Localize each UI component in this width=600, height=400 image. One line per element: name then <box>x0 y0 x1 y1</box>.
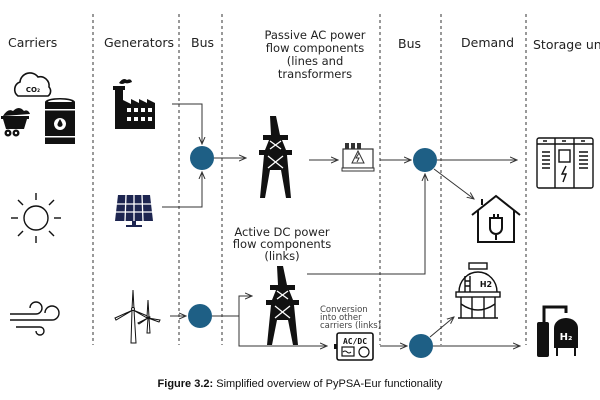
header-generators: Generators <box>104 35 174 50</box>
header-demand: Demand <box>461 35 514 50</box>
arrow-solar-to-bus <box>162 172 202 208</box>
svg-text:transformers: transformers <box>278 67 352 81</box>
svg-text:Active DC power: Active DC power <box>234 225 330 239</box>
coal-cart-icon <box>1 108 30 137</box>
transmission-tower-ac-icon <box>259 116 292 198</box>
svg-text:CO₂: CO₂ <box>26 86 40 94</box>
connections <box>162 103 520 346</box>
caption-prefix: Figure 3.2: <box>157 378 214 390</box>
wind-icon <box>10 301 60 336</box>
arrow-bus-to-converter <box>238 316 327 346</box>
bus-node-conversion <box>409 334 433 358</box>
header-bus-left: Bus <box>191 35 214 50</box>
co2-cloud-icon: CO₂ <box>13 72 52 97</box>
svg-text:carriers (links): carriers (links) <box>320 321 381 331</box>
svg-text:flow components: flow components <box>266 41 364 55</box>
arrow-bus-to-h2-tank <box>429 317 454 338</box>
svg-text:into other: into other <box>320 313 362 323</box>
arrow-bus-to-demand <box>433 168 474 199</box>
header-passive-ac: Passive AC power flow components (lines … <box>264 28 365 81</box>
svg-text:Conversion: Conversion <box>320 305 368 315</box>
header-storage: Storage unit <box>533 37 600 52</box>
figure-caption: Figure 3.2: Simplified overview of PyPSA… <box>0 378 600 390</box>
transformer-icon <box>341 143 375 172</box>
h2-tank-icon: H2 <box>455 262 501 319</box>
sun-icon <box>11 193 61 243</box>
svg-text:H2: H2 <box>480 280 492 289</box>
bus-node-dc-left <box>188 304 212 328</box>
svg-text:flow components: flow components <box>233 237 331 251</box>
house-plug-icon <box>471 194 521 243</box>
svg-text:H₂: H₂ <box>560 332 573 343</box>
svg-text:AC/DC: AC/DC <box>343 337 367 346</box>
wind-turbines-icon <box>114 289 161 344</box>
factory-icon <box>113 79 155 129</box>
h2-storage-icon: H₂ <box>537 305 578 357</box>
solar-panel-icon <box>115 194 153 227</box>
bus-node-ac-left <box>190 146 214 170</box>
ac-dc-converter-icon: AC/DC <box>334 332 374 361</box>
label-active-dc: Active DC power flow components (links) <box>233 225 331 263</box>
label-conversion: Conversion into other carriers (links) <box>320 305 381 331</box>
header-carriers: Carriers <box>8 35 57 50</box>
transmission-tower-dc-icon <box>266 266 299 345</box>
oil-barrel-icon <box>45 98 75 144</box>
arrow-bus-to-dc-tower <box>212 296 252 317</box>
svg-text:(lines and: (lines and <box>287 54 344 68</box>
arrow-dc-to-ac-bus <box>307 174 425 275</box>
svg-text:Passive AC power: Passive AC power <box>264 28 365 42</box>
header-bus-right: Bus <box>398 36 421 51</box>
arrow-factory-to-bus <box>172 103 202 144</box>
caption-text: Simplified overview of PyPSA-Eur functio… <box>213 378 443 390</box>
battery-storage-icon <box>536 137 594 189</box>
svg-text:(links): (links) <box>264 249 299 263</box>
bus-node-ac-right <box>413 148 437 172</box>
